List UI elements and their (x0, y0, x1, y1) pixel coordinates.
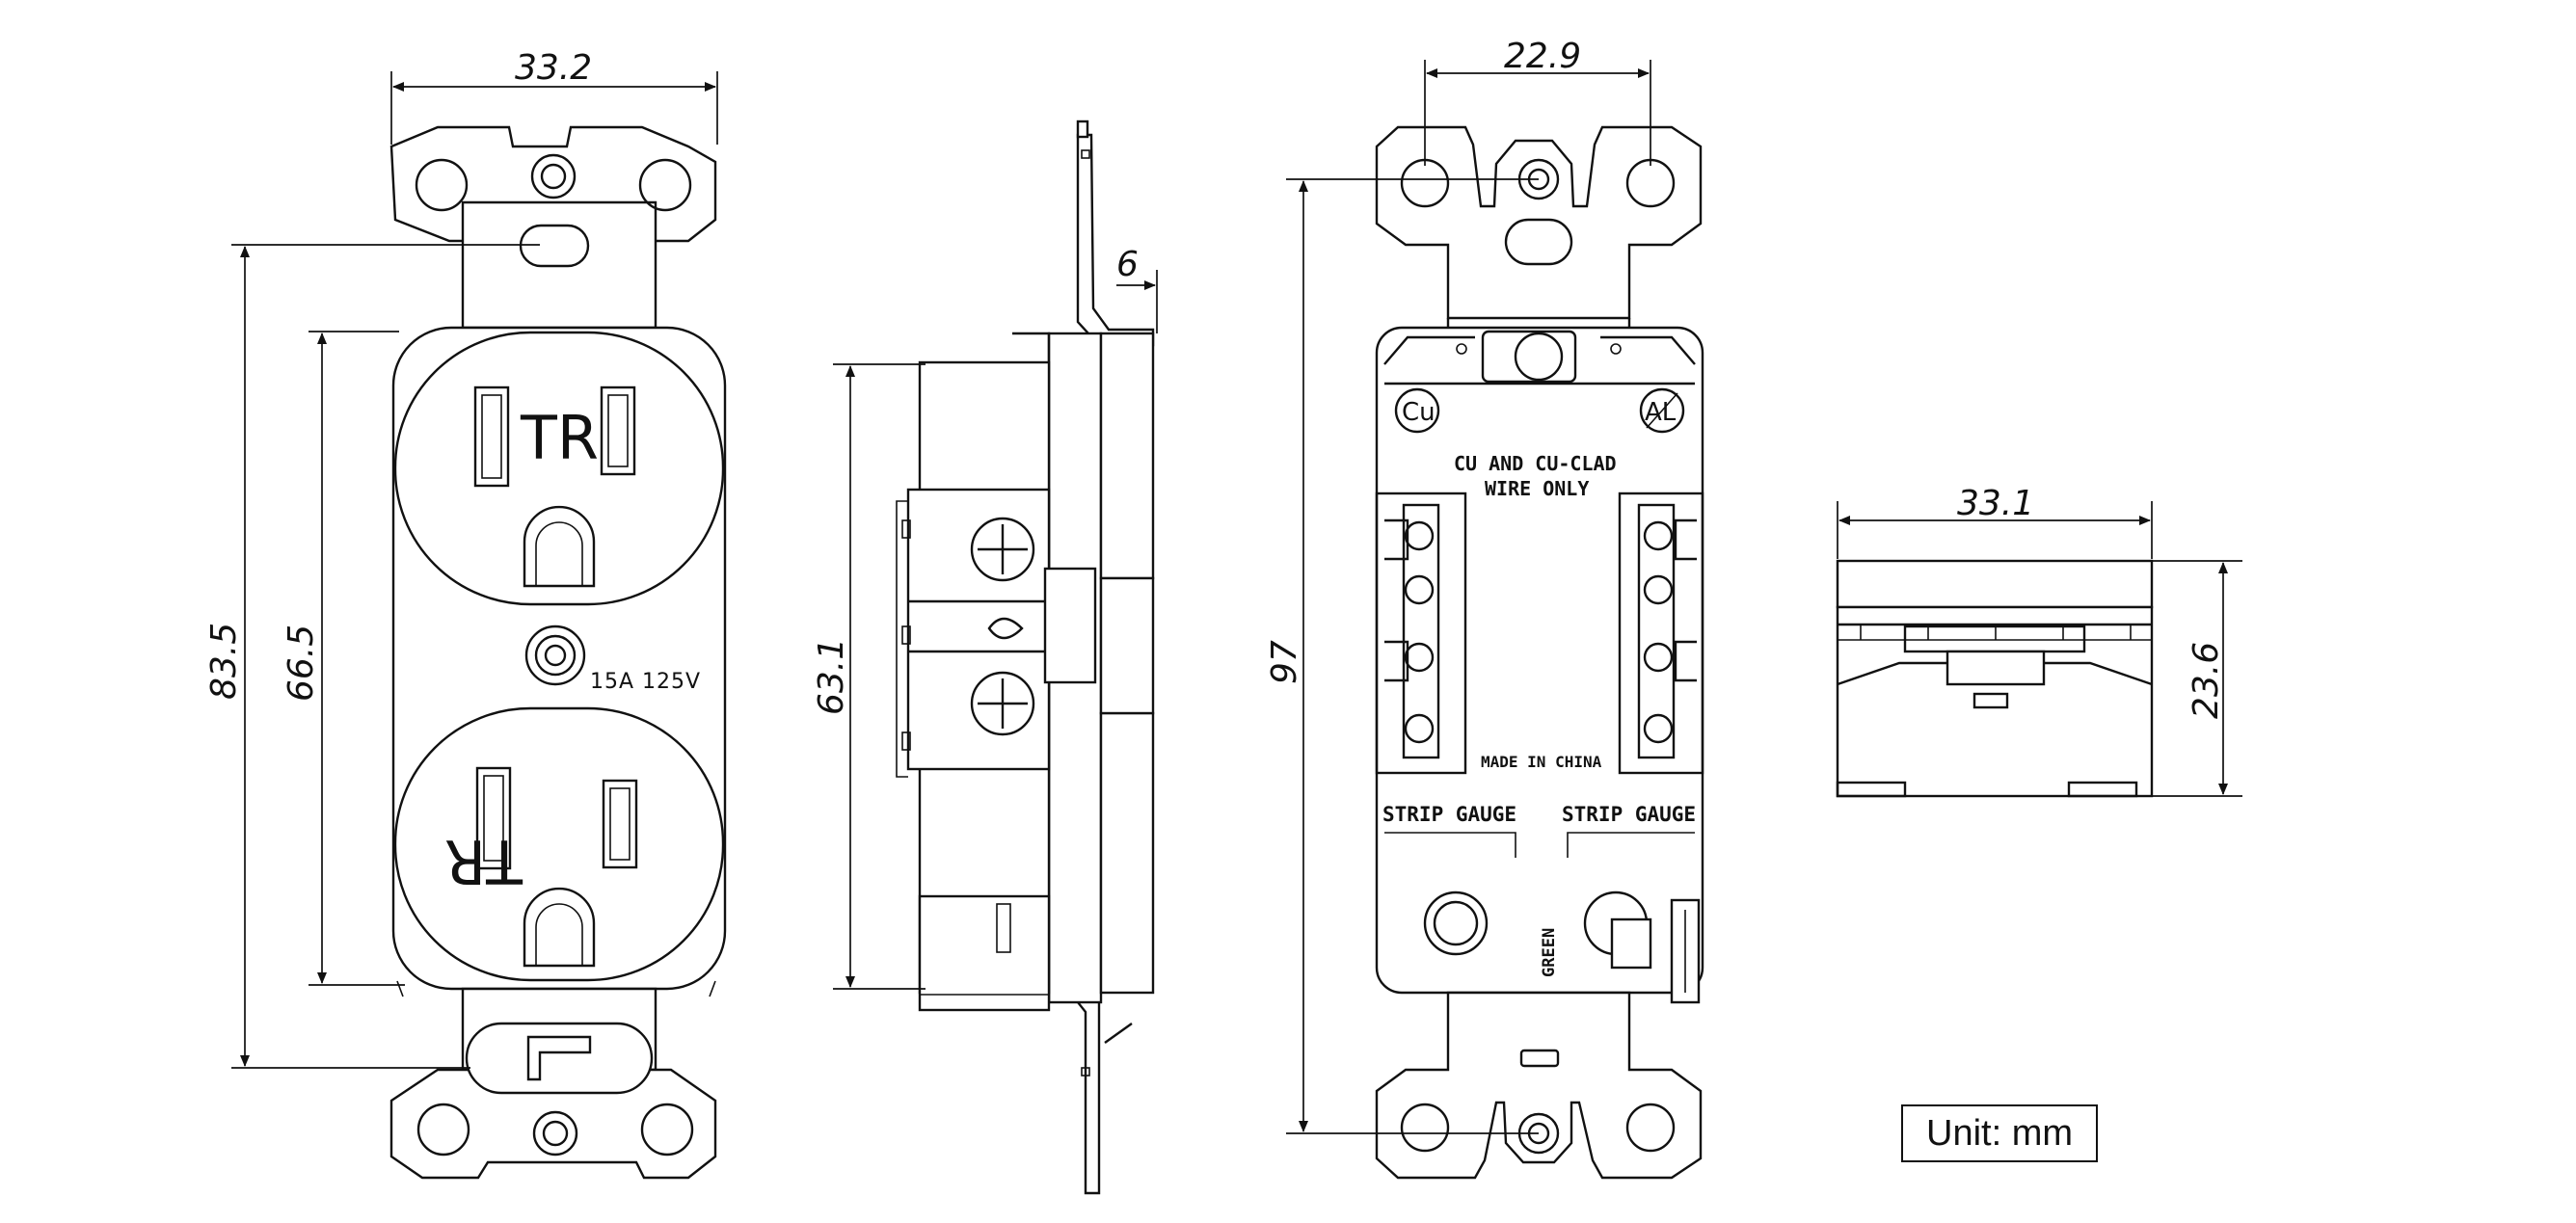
front-view: TR 15A 125V TR (389, 125, 727, 1180)
top-mounting-strap (389, 125, 717, 330)
back-hole-spacing-dimension: 22.9 (1424, 37, 1651, 166)
unit-label: Unit: mm (1901, 1104, 2098, 1162)
center-screw (524, 625, 586, 686)
front-overall-height-value: 83.5 (204, 623, 244, 700)
back-right-terminals (1618, 492, 1704, 775)
back-housing (1375, 326, 1704, 995)
back-height-value: 97 (1265, 640, 1304, 684)
ground-label: GREEN (1540, 928, 1559, 977)
top-width-dimension: 33.1 (1837, 484, 2153, 559)
bottom-mounting-strap (389, 987, 717, 1180)
side-depth-dimension: 6 (1116, 245, 1158, 333)
side-height-dimension: 63.1 (812, 363, 926, 990)
back-left-terminals (1375, 492, 1467, 775)
upper-outlet: TR (393, 331, 725, 606)
side-height-value: 63.1 (812, 638, 851, 715)
top-view (1836, 559, 2154, 798)
wire-note-line2: WIRE ONLY (1485, 477, 1589, 500)
back-view: Cu AL CU AND CU-CLAD WIRE ONLY MADE IN C… (1375, 125, 1704, 1180)
top-depth-dimension: 23.6 (2152, 560, 2242, 797)
made-in-label: MADE IN CHINA (1481, 753, 1602, 771)
front-width-dimension: 33.2 (390, 48, 718, 145)
cu-mark: Cu (1402, 398, 1436, 427)
strip-gauge-right: STRIP GAUGE (1562, 803, 1696, 826)
back-height-dimension: 97 (1265, 178, 1539, 1134)
strip-gauge-left: STRIP GAUGE (1382, 803, 1516, 826)
lower-tr-marking: TR (444, 826, 523, 896)
front-face-height-dimension: 66.5 (282, 331, 405, 986)
al-mark: AL (1645, 398, 1677, 427)
top-width-value: 33.1 (1957, 484, 2034, 523)
side-view (896, 120, 1155, 1195)
front-height-dimension: 83.5 (204, 244, 540, 1069)
rating-label: 15A 125V (590, 670, 701, 694)
side-depth-value: 6 (1116, 245, 1139, 284)
back-hole-spacing-value: 22.9 (1504, 37, 1581, 76)
upper-tr-marking: TR (520, 403, 599, 473)
wire-note-line1: CU AND CU-CLAD (1454, 452, 1617, 475)
front-face-height-value: 66.5 (282, 625, 321, 702)
front-width-value: 33.2 (515, 48, 592, 88)
top-depth-value: 23.6 (2187, 642, 2226, 719)
lower-outlet: TR (393, 706, 725, 982)
